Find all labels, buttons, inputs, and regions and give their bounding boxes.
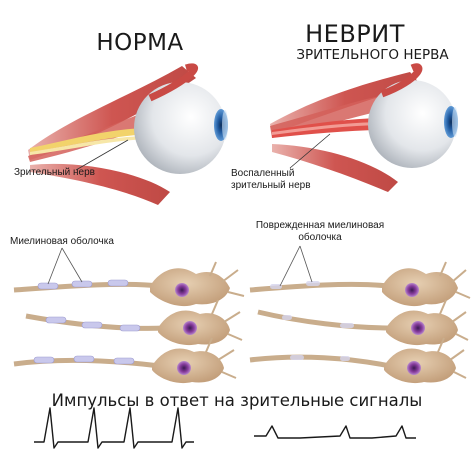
caption-impulses: Импульсы в ответ на зрительные сигналы	[51, 391, 423, 410]
axon	[249, 281, 389, 293]
impulse-trace-normal	[34, 407, 194, 449]
myelin-segment-damaged	[306, 281, 320, 286]
eye-muscle-top-insert	[148, 63, 199, 102]
nucleus	[405, 283, 419, 297]
nucleus	[183, 321, 197, 335]
label-inflamed-nerve: Воспаленный зрительный нерв	[231, 168, 331, 192]
label-damaged-line1: Поврежденная миелиновая	[255, 220, 385, 231]
dendrites	[437, 337, 467, 379]
optic-nerve-healthy	[30, 128, 150, 152]
label-myelin-sheath: Миелиновая оболочка	[10, 236, 114, 247]
neuron	[25, 299, 243, 346]
cornea-neuritis	[452, 107, 458, 137]
dendrites	[209, 261, 245, 297]
myelin-segment-damaged	[340, 356, 350, 361]
myelin-segment	[71, 280, 93, 288]
axon	[257, 309, 393, 331]
myelin-segment	[45, 316, 67, 324]
myelin-segment-damaged	[270, 284, 282, 289]
eye-normal	[28, 63, 228, 205]
neurons-healthy	[13, 247, 245, 384]
neuron	[13, 261, 245, 307]
label-inflamed-line2: зрительный нерв	[231, 180, 311, 191]
eyeball-neuritis	[368, 80, 456, 168]
dendrites	[439, 299, 469, 341]
label-damaged-myelin: Поврежденная миелиновая оболочка	[240, 220, 400, 244]
pointer-damaged-myelin	[299, 245, 313, 283]
label-inflamed-line1: Воспаленный	[231, 168, 295, 179]
eye-muscle-lower	[272, 144, 398, 192]
eye-neuritis	[270, 63, 458, 192]
optic-nerve-inflamed-highlight	[272, 122, 388, 135]
nucleus	[407, 361, 421, 375]
cornea-normal	[222, 110, 228, 140]
axon	[249, 354, 391, 369]
impulse-trace-neuritis	[254, 425, 416, 439]
pointer-myelin	[61, 247, 83, 283]
myelin-segment-damaged	[282, 315, 292, 320]
myelin-segment	[107, 279, 129, 287]
title-normal: НОРМА	[96, 30, 184, 56]
axon	[13, 281, 161, 293]
myelin-segment	[33, 356, 55, 364]
pointer-optic-nerve	[75, 139, 129, 171]
cell-body	[150, 268, 230, 307]
pointer-myelin	[47, 247, 63, 285]
nucleus	[411, 321, 425, 335]
myelin-segment-damaged	[340, 323, 354, 328]
eye-muscle-upper	[28, 66, 196, 160]
myelin-segment	[113, 357, 135, 365]
eye-muscle-top-insert	[380, 63, 423, 98]
neuron	[249, 261, 471, 307]
nucleus	[177, 361, 191, 375]
title-neuritis: НЕВРИТ	[305, 20, 405, 48]
pointer-inflamed-nerve	[289, 133, 331, 169]
myelin-segment	[119, 324, 141, 332]
neuron	[249, 337, 467, 384]
nucleus	[175, 283, 189, 297]
dendrites	[211, 299, 243, 341]
myelin-segment-damaged	[290, 355, 304, 360]
dendrites	[205, 337, 237, 379]
myelin-segment	[73, 355, 95, 363]
dendrites	[439, 261, 471, 299]
neurons-damaged	[249, 245, 471, 384]
cell-body	[382, 268, 458, 307]
myelin-segment	[81, 321, 103, 329]
neuron	[257, 299, 469, 346]
label-damaged-line2: оболочка	[298, 232, 342, 243]
optic-nerve-healthy-highlight	[30, 136, 150, 155]
title-neuritis-subtitle: ЗРИТЕЛЬНОГО НЕРВА	[296, 47, 449, 63]
eyeball-normal	[134, 82, 226, 174]
pointer-damaged-myelin	[279, 245, 301, 287]
neuron	[13, 337, 237, 384]
label-optic-nerve: Зрительный нерв	[14, 167, 95, 178]
eye-muscle-lower	[30, 163, 170, 205]
